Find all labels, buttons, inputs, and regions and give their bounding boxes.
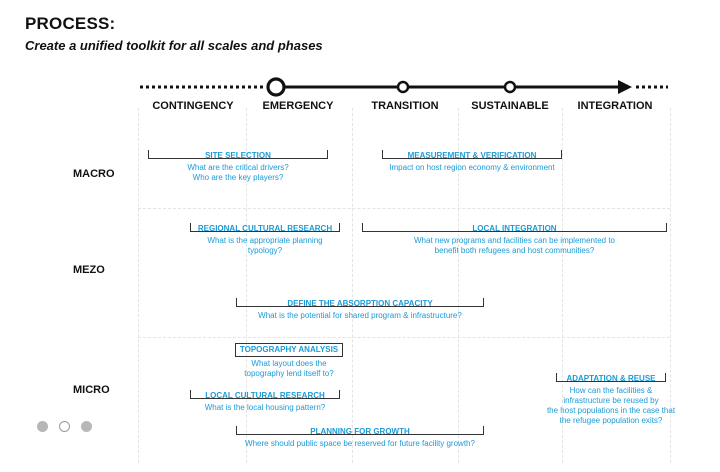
grid-line	[138, 108, 139, 463]
absorption-bracket	[236, 298, 484, 307]
timeline-arrow	[618, 80, 632, 94]
measurement-bracket	[382, 150, 562, 159]
adaptation-question: the host populations in the case that	[546, 406, 676, 415]
local-integration-question: benefit both refugees and host communiti…	[434, 246, 595, 255]
planning-growth-question: Where should public space be reserved fo…	[245, 439, 475, 448]
adaptation-bracket	[556, 373, 666, 382]
slide-pager	[37, 421, 92, 432]
grid-line	[670, 108, 671, 463]
absorption-label: DEFINE THE ABSORPTION CAPACITY	[287, 299, 433, 308]
local-integration-bracket	[362, 223, 667, 232]
adaptation-question: How can the facilities &	[569, 386, 653, 395]
local-research-question: What is the local housing pattern?	[204, 403, 326, 412]
local-research-label: LOCAL CULTURAL RESEARCH	[205, 391, 325, 400]
grid-line	[352, 108, 353, 463]
site-selection-label: SITE SELECTION	[205, 151, 271, 160]
scale-mezo: MEZO	[73, 264, 105, 276]
adaptation-question: the refugee population exits?	[559, 416, 663, 425]
local-integration-label: LOCAL INTEGRATION	[472, 224, 557, 233]
site-selection-bracket	[148, 150, 328, 159]
topography-question: topography lend itself to?	[244, 369, 334, 378]
grid-line	[458, 108, 459, 463]
measurement-question: Impact on host region economy & environm…	[389, 163, 555, 172]
pager-dot-2[interactable]	[59, 421, 70, 432]
regional-research-question: typology?	[247, 246, 283, 255]
regional-research-bracket	[190, 223, 340, 232]
page-title: PROCESS:	[25, 14, 116, 33]
scale-micro: MICRO	[73, 384, 110, 396]
topography-box	[235, 343, 343, 357]
timeline	[140, 77, 668, 97]
local-integration-question: What new programs and facilities can be …	[414, 236, 615, 245]
site-selection-question: Who are the key players?	[192, 173, 284, 182]
pager-dot-1[interactable]	[37, 421, 48, 432]
planning-growth-bracket	[236, 426, 484, 435]
grid-line	[138, 337, 670, 338]
pager-dot-3[interactable]	[81, 421, 92, 432]
phase-integration: INTEGRATION	[577, 100, 653, 112]
page-subtitle: Create a unified toolkit for all scales …	[25, 38, 323, 53]
phase-sustainable: SUSTAINABLE	[471, 100, 549, 112]
scale-macro: MACRO	[73, 168, 115, 180]
adaptation-question: infrastructure be reused by	[563, 396, 659, 405]
planning-growth-label: PLANNING FOR GROWTH	[310, 427, 410, 436]
topography-question: What layout does the	[251, 359, 327, 368]
adaptation-label: ADAPTATION & REUSE	[566, 374, 656, 383]
site-selection-question: What are the critical drivers?	[187, 163, 289, 172]
grid-line	[138, 208, 670, 209]
grid-line	[246, 108, 247, 463]
topography-label: TOPOGRAPHY ANALYSIS	[239, 345, 339, 354]
local-research-bracket	[190, 390, 340, 399]
transition-marker	[396, 80, 410, 94]
phase-transition: TRANSITION	[371, 100, 439, 112]
absorption-question: What is the potential for shared program…	[258, 311, 462, 320]
phase-emergency: EMERGENCY	[262, 100, 334, 112]
sustainable-marker	[503, 80, 517, 94]
phase-contingency: CONTINGENCY	[152, 100, 234, 112]
measurement-label: MEASUREMENT & VERIFICATION	[407, 151, 537, 160]
regional-research-label: REGIONAL CULTURAL RESEARCH	[197, 224, 333, 233]
regional-research-question: What is the appropriate planning	[207, 236, 323, 245]
emergency-marker	[266, 77, 286, 97]
grid-line	[562, 108, 563, 463]
